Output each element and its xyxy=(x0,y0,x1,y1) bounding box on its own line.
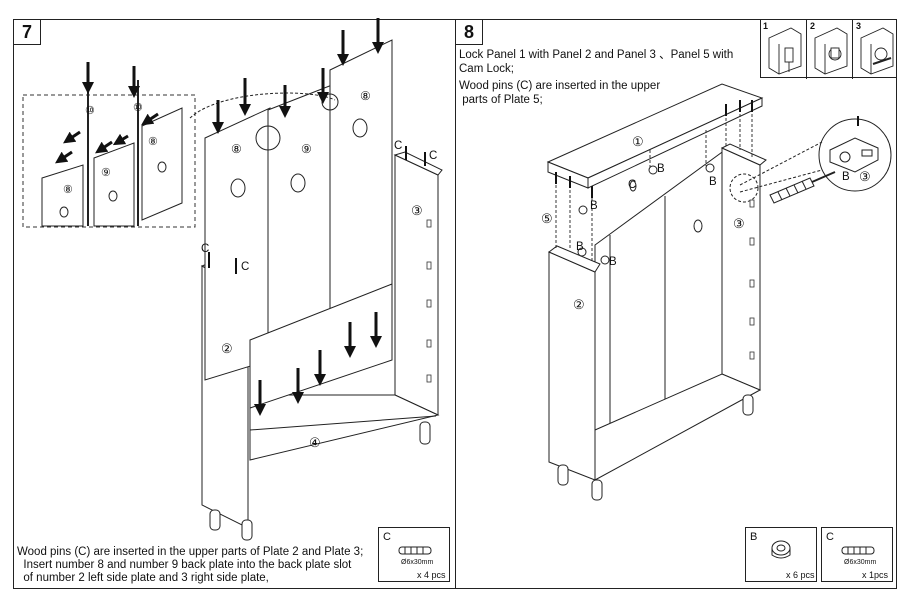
hardware-qty-c: x 1pcs xyxy=(862,570,889,580)
cam-lock-inset-drawings xyxy=(768,27,894,75)
shelf-holes-step-8 xyxy=(749,199,755,360)
cam-step-1-number: 1 xyxy=(763,21,769,31)
inset-panels xyxy=(41,78,183,227)
part-label-10-a: ⑩ xyxy=(85,105,95,117)
step-7-instruction-line-1: Wood pins (C) are inserted in the upper … xyxy=(17,546,364,558)
pin-label-c-s8: C xyxy=(628,179,637,191)
part-label-10-b: ⑩ xyxy=(133,102,143,114)
cam-lock-icon xyxy=(771,540,791,559)
shelf-holes-step-7 xyxy=(426,219,432,383)
cam-screws-step-8 xyxy=(555,100,859,198)
part-label-3: ③ xyxy=(411,203,423,218)
part-label-8-inset-a: ⑧ xyxy=(148,136,158,148)
hardware-letter-b: B xyxy=(750,531,758,543)
step-7-instruction-line-2: Insert number 8 and number 9 back plate … xyxy=(17,559,352,571)
pin-label-c-d: C xyxy=(429,150,438,162)
wood-pins-step-7 xyxy=(208,146,426,274)
part-label-9-inset: ⑨ xyxy=(101,167,111,179)
hardware-spec: Ø6x30mm xyxy=(401,559,434,566)
wood-pin-icon xyxy=(398,546,432,555)
step-8-instruction-line-3: Wood pins (C) are inserted in the upper xyxy=(459,80,661,92)
step-7-instruction-line-3: of number 2 left side plate and 3 right … xyxy=(17,572,269,584)
step-8-instruction-line-1: Lock Panel 1 with Panel 2 and Panel 3 、P… xyxy=(459,49,734,61)
cam-step-2-number: 2 xyxy=(810,21,816,31)
part-label-3-s8: ③ xyxy=(733,216,745,231)
cabinet-step-7 xyxy=(189,39,443,541)
hardware-qty: x 4 pcs xyxy=(417,570,446,580)
cam-step-1 xyxy=(761,20,807,79)
part-label-2-s8: ② xyxy=(573,297,585,312)
cam-step-2 xyxy=(807,20,853,79)
cam-lock-sequence-inset: 1 2 3 xyxy=(760,19,897,79)
part-label-5: ⑤ xyxy=(541,211,553,226)
step-8-hardware-b: B x 6 pcs xyxy=(745,527,817,582)
cam-label-b-3: B xyxy=(590,200,598,212)
cam-label-b-4: B xyxy=(576,241,584,253)
step-8-instruction-line-4: parts of Plate 5; xyxy=(459,94,543,106)
step-8-number: 8 xyxy=(455,19,483,45)
step-8-hardware-c: C Ø6x30mm x 1pcs xyxy=(821,527,893,582)
part-label-9: ⑨ xyxy=(301,142,312,156)
hardware-letter: C xyxy=(383,531,391,543)
pin-label-c-a: C xyxy=(201,243,210,255)
cam-label-b-5: B xyxy=(609,256,617,268)
pin-label-c-b: C xyxy=(241,261,250,273)
hardware-spec-c: Ø6x30mm xyxy=(844,559,877,566)
cam-label-b-callout: B xyxy=(842,171,850,183)
step-8-panel xyxy=(455,19,897,589)
part-label-8-inset-b: ⑧ xyxy=(63,184,73,196)
screwdriver-icon xyxy=(777,180,807,201)
wood-pin-icon xyxy=(841,546,875,555)
part-label-8-b: ⑧ xyxy=(360,89,371,103)
cam-label-b-1: B xyxy=(657,163,665,175)
cam-label-b-2: B xyxy=(709,176,717,188)
step-8-instruction-line-2: Cam Lock; xyxy=(459,63,514,75)
part-label-1: ① xyxy=(632,134,644,149)
step-7-number: 7 xyxy=(13,19,41,45)
part-label-3-callout: ③ xyxy=(859,169,871,184)
hardware-qty-b: x 6 pcs xyxy=(786,570,815,580)
part-label-4: ④ xyxy=(309,435,321,450)
step-7-hardware-c: C Ø6x30mm x 4 pcs xyxy=(378,527,450,582)
insert-arrows-step-7 xyxy=(212,18,384,416)
cam-step-3-number: 3 xyxy=(856,21,862,31)
part-label-8-a: ⑧ xyxy=(231,142,242,156)
hardware-letter-c: C xyxy=(826,531,834,543)
cabinet-step-8 xyxy=(546,83,892,501)
pin-label-c-c: C xyxy=(394,140,403,152)
step-7-inset xyxy=(22,94,196,228)
inset-arrows xyxy=(55,62,159,164)
part-label-2: ② xyxy=(221,341,233,356)
